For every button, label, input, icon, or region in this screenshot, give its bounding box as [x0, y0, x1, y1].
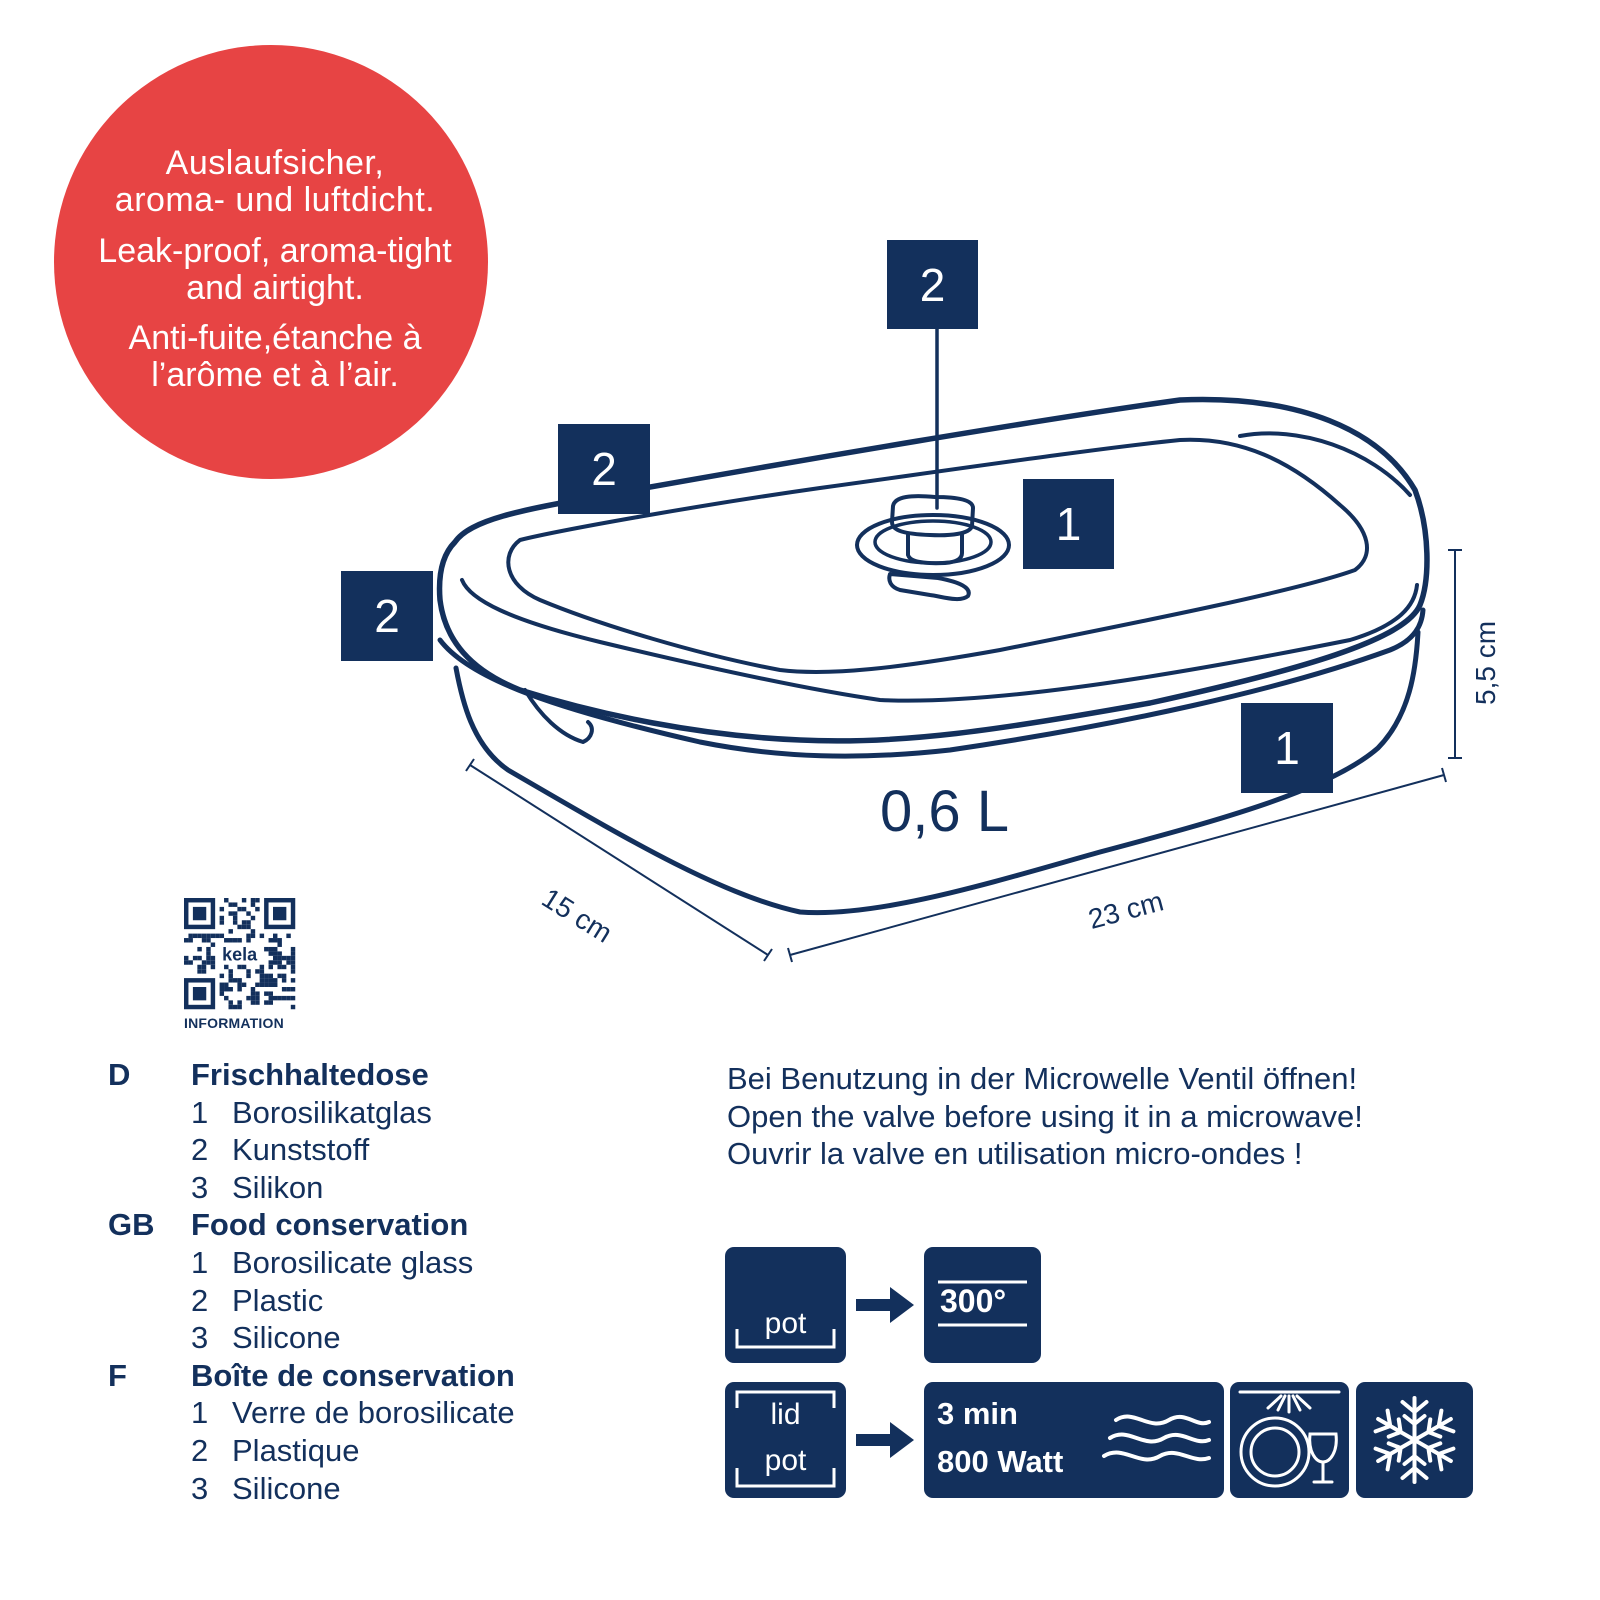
lid-rim-inner	[460, 578, 1419, 703]
badge-fr-line2: l’arôme et à l’air.	[151, 356, 399, 394]
callout-lid-side: 2	[341, 571, 433, 661]
legend-item: 3 Silicone	[108, 1319, 515, 1357]
valve-cap	[890, 494, 975, 538]
badge-german-text: Auslaufsicher, aroma- und luftdicht.	[55, 145, 495, 219]
legend-item-label: Verre de borosilicate	[232, 1395, 515, 1431]
lid-pot-bracket-icon	[735, 1390, 836, 1488]
qr-caption: INFORMATION	[184, 1015, 284, 1031]
volume-label: 0,6 L	[880, 779, 1009, 844]
legend-item-label: Borosilikatglas	[232, 1094, 432, 1130]
legend-item-number: 2	[191, 1432, 209, 1468]
legend-item-label: Silikon	[232, 1169, 324, 1205]
microwave-waves-icon	[1102, 1414, 1211, 1462]
legend-item: 3 Silicone	[108, 1470, 515, 1508]
legend-item: 2 Plastic	[108, 1282, 515, 1320]
callout-valve: 1	[1023, 479, 1114, 569]
legend-item-label: Kunststoff	[232, 1132, 370, 1168]
right-clip	[1238, 431, 1412, 497]
dim-depth-tick-start	[465, 758, 475, 772]
front-clip	[523, 688, 594, 744]
valve-tab	[887, 572, 971, 602]
legend-section-header: F Boîte de conservation	[108, 1357, 515, 1395]
dim-depth-line	[469, 764, 769, 956]
microwave-pot-label: pot	[764, 1444, 807, 1477]
legend-item-label: Plastic	[232, 1282, 324, 1318]
note-english: Open the valve before using it in a micr…	[727, 1098, 1363, 1134]
oven-temperature-tile: 300°	[924, 1247, 1041, 1363]
callout-lid-edge: 2	[558, 424, 650, 514]
qr-code: kela	[184, 898, 296, 1010]
oven-temperature: 300°	[940, 1283, 1007, 1319]
badge-en-line2: and airtight.	[186, 269, 364, 307]
legend-item-number: 3	[191, 1169, 209, 1205]
dishwasher-icon	[1238, 1390, 1341, 1488]
badge-de-line2: aroma- und luftdicht.	[114, 181, 436, 219]
dim-length-line	[789, 774, 1445, 956]
legend-item: 1 Verre de borosilicate	[108, 1394, 515, 1432]
legend-item: 2 Plastique	[108, 1432, 515, 1470]
badge-de-line1: Auslaufsicher,	[165, 144, 385, 182]
legend-language-code: D	[108, 1057, 131, 1092]
legend-item: 1 Borosilicate glass	[108, 1244, 515, 1282]
microwave-time: 3 min	[937, 1396, 1018, 1431]
qr-logo: kela	[222, 944, 258, 964]
legend-section-header: D Frischhaltedose	[108, 1056, 515, 1094]
glass-base-outline	[453, 629, 1421, 916]
microwave-note: Bei Benutzung in der Microwelle Ventil ö…	[727, 1060, 1363, 1173]
badge-french-text: Anti-fuite,étanche à l’arôme et à l’air.	[55, 320, 495, 394]
snowflake-icon	[1370, 1396, 1459, 1484]
lid-lower-band	[437, 607, 1426, 759]
legend-item-label: Plastique	[232, 1432, 360, 1468]
callout-lid-top: 2	[887, 240, 978, 329]
legend-language-code: F	[108, 1357, 127, 1393]
oven-temp-lines-icon	[938, 1280, 1027, 1327]
valve-stem	[906, 532, 964, 566]
legend-title: Frischhaltedose	[191, 1057, 429, 1092]
legend-item-number: 1	[191, 1094, 209, 1130]
badge-english-text: Leak-proof, aroma-tight and airtight.	[55, 233, 495, 307]
dim-length-tick-start	[787, 947, 793, 963]
microwave-power: 800 Watt	[937, 1444, 1064, 1479]
height-label: 5,5 cm	[1470, 620, 1501, 705]
microwave-tile: 3 min 800 Watt	[924, 1382, 1224, 1498]
pot-bracket-icon	[735, 1329, 836, 1349]
legend-item-number: 3	[191, 1470, 209, 1506]
lid-outer-outline	[436, 396, 1430, 744]
legend-item-label: Silicone	[232, 1320, 341, 1356]
legend-item-number: 2	[191, 1132, 209, 1168]
freezer-tile	[1356, 1382, 1473, 1498]
legend-title: Food conservation	[191, 1207, 469, 1243]
legend-item-number: 1	[191, 1244, 209, 1280]
microwave-lid-pot-tile: lid pot	[725, 1382, 846, 1498]
badge-fr-line1: Anti-fuite,étanche à	[128, 319, 422, 357]
legend-section-header: GB Food conservation	[108, 1206, 515, 1244]
legend-item: 2 Kunststoff	[108, 1131, 515, 1169]
valve-ring-outer	[855, 513, 1011, 577]
dim-depth-tick-end	[763, 948, 773, 962]
legend-item-number: 2	[191, 1282, 209, 1318]
red-badge-circle	[54, 45, 488, 479]
lid-top-panel	[506, 437, 1369, 674]
legend-item-number: 1	[191, 1395, 209, 1431]
callout-base: 1	[1241, 703, 1333, 793]
legend-item-label: Borosilicate glass	[232, 1244, 474, 1280]
dishwasher-tile	[1230, 1382, 1349, 1498]
badge-en-line1: Leak-proof, aroma-tight	[98, 232, 452, 270]
legend-title: Boîte de conservation	[191, 1357, 515, 1393]
arrow-right-icon	[856, 1287, 914, 1323]
legend-item-number: 3	[191, 1320, 209, 1356]
legend-item-label: Silicone	[232, 1470, 341, 1506]
arrow-right-icon	[856, 1422, 914, 1458]
oven-pot-tile: pot	[725, 1247, 846, 1363]
note-german: Bei Benutzung in der Microwelle Ventil ö…	[727, 1061, 1358, 1096]
legend-item: 1 Borosilikatglas	[108, 1094, 515, 1132]
legend-language-code: GB	[108, 1207, 155, 1243]
dim-length-tick-end	[1441, 767, 1447, 783]
legend-item: 3 Silikon	[108, 1169, 515, 1207]
oven-pot-label: pot	[764, 1307, 807, 1340]
microwave-lid-label: lid	[770, 1398, 801, 1431]
note-french: Ouvrir la valve en utilisation micro-ond…	[727, 1136, 1303, 1171]
